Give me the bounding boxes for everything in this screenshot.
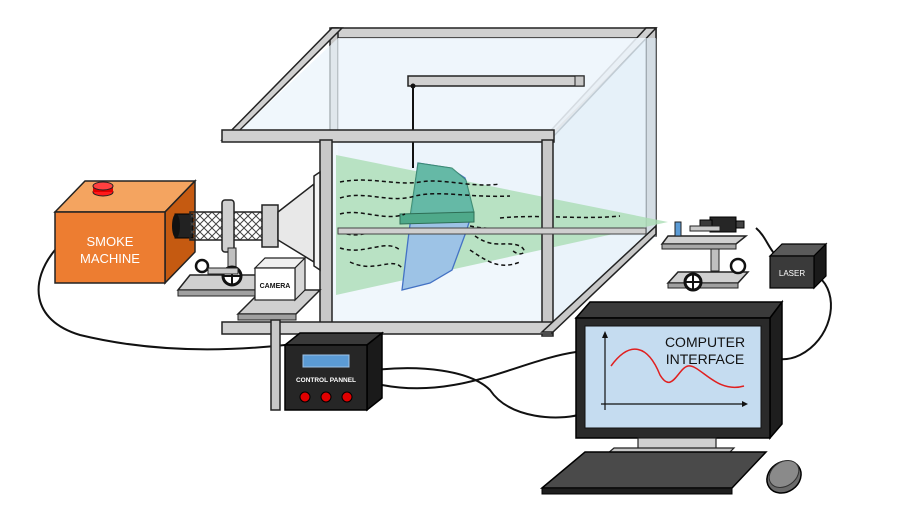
- control-panel-display: [302, 354, 350, 368]
- monitor-screen: [584, 325, 762, 429]
- control-panel-label: CONTROL PANNEL: [296, 377, 356, 384]
- control-button-1: [299, 391, 311, 403]
- computer-label-2: INTERFACE: [666, 351, 745, 367]
- laser-optics-stage: [660, 216, 750, 292]
- laser: LASER: [768, 242, 828, 290]
- model-support-sting: [407, 75, 585, 168]
- cylindrical-lens-icon: [674, 221, 682, 237]
- laser-label: LASER: [779, 269, 805, 278]
- smoke-rake: [172, 170, 321, 272]
- control-button-3: [341, 391, 353, 403]
- smoke-machine-label-2: MACHINE: [80, 251, 140, 266]
- mouse-icon: [766, 460, 802, 494]
- control-button-2: [320, 391, 332, 403]
- graph-curve: [610, 348, 745, 389]
- camera-label: CAMERA: [260, 283, 291, 290]
- tunnel-frame-front: [221, 129, 657, 337]
- computer-monitor: COMPUTER INTERFACE: [574, 299, 784, 461]
- smoke-machine-label-1: SMOKE: [87, 234, 134, 249]
- camera: CAMERA: [253, 256, 307, 302]
- computer-label-1: COMPUTER: [665, 334, 745, 350]
- cables: [37, 227, 832, 419]
- smoke-machine: SMOKE MACHINE: [53, 179, 197, 285]
- control-panel: CONTROL PANNEL: [282, 331, 385, 412]
- keyboard: [539, 451, 768, 495]
